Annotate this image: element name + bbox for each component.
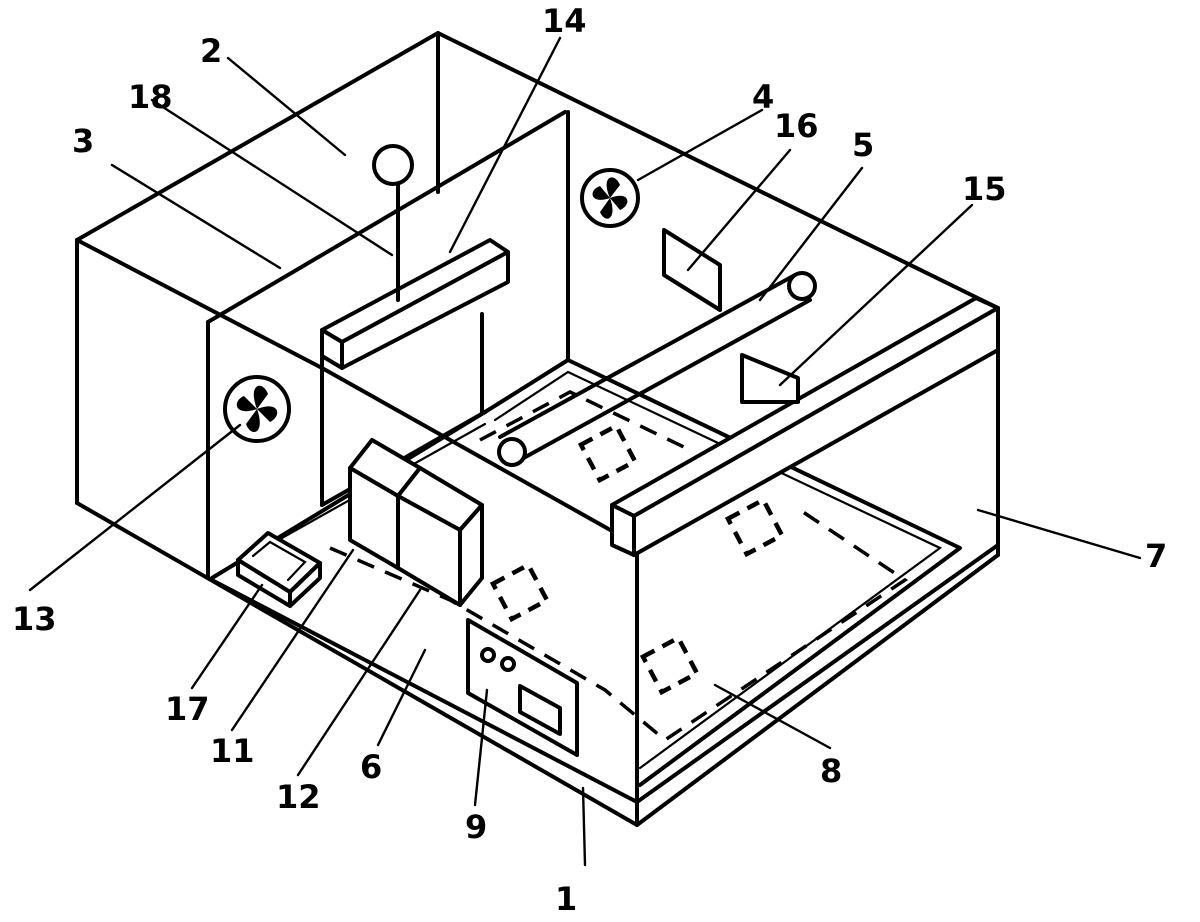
sensor-18 bbox=[372, 144, 414, 302]
label-7: 7 bbox=[1145, 537, 1167, 575]
label-6: 6 bbox=[360, 748, 382, 786]
control-panel-9 bbox=[466, 618, 579, 757]
dashed-markers bbox=[489, 422, 786, 696]
box-17 bbox=[236, 531, 322, 608]
label-3: 3 bbox=[72, 122, 94, 160]
light-bar-14 bbox=[320, 238, 510, 370]
label-12: 12 bbox=[276, 778, 321, 816]
label-5: 5 bbox=[852, 126, 874, 164]
leader-lines bbox=[28, 36, 1142, 867]
label-2: 2 bbox=[200, 32, 222, 70]
label-15: 15 bbox=[962, 170, 1007, 208]
panel-15 bbox=[740, 353, 800, 404]
label-8: 8 bbox=[820, 752, 842, 790]
rod-5 bbox=[497, 271, 817, 467]
label-18: 18 bbox=[128, 78, 173, 116]
label-13: 13 bbox=[12, 600, 57, 638]
label-1: 1 bbox=[555, 880, 577, 918]
label-11: 11 bbox=[210, 732, 255, 770]
cabinet-11 bbox=[348, 438, 422, 570]
callout-labels: 2 18 3 14 4 16 5 15 7 8 1 9 6 12 11 17 1… bbox=[12, 2, 1167, 918]
label-17: 17 bbox=[165, 690, 210, 728]
label-16: 16 bbox=[774, 107, 819, 145]
fan-13-icon bbox=[223, 375, 291, 443]
dashed-tray-lines bbox=[329, 390, 909, 743]
label-4: 4 bbox=[752, 78, 774, 116]
label-9: 9 bbox=[465, 808, 487, 846]
cabinet-12 bbox=[396, 466, 484, 607]
top-rail-7 bbox=[610, 296, 1000, 557]
label-14: 14 bbox=[542, 2, 587, 40]
fan-4-icon bbox=[580, 168, 640, 228]
